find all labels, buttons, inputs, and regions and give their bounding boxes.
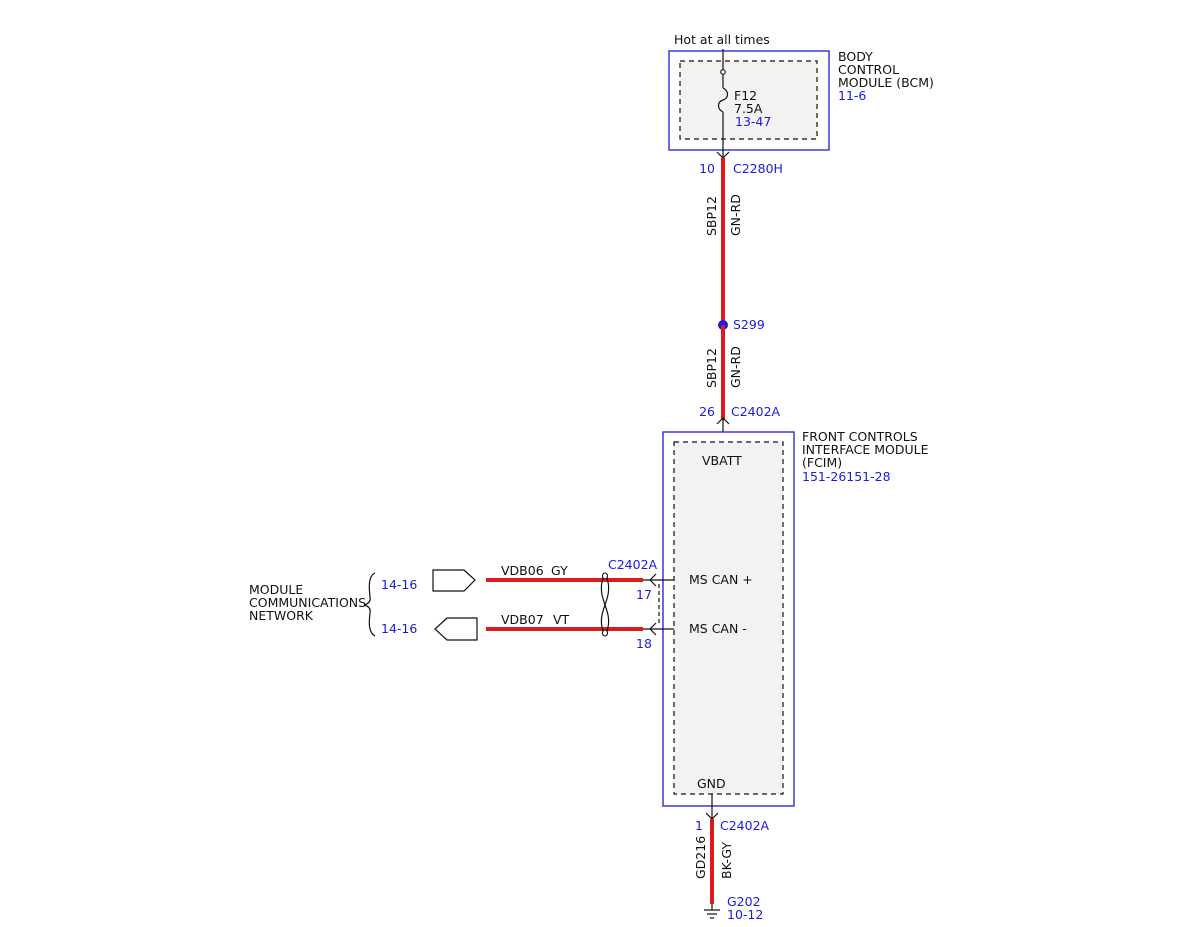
bcm-module-interior xyxy=(679,60,818,140)
bcm-supply-label: Hot at all times xyxy=(674,32,770,47)
fcim-can-minus-label: MS CAN - xyxy=(689,621,747,636)
fcim-can-plus-label: MS CAN + xyxy=(689,572,753,587)
fcim-module-interior xyxy=(673,441,784,795)
gnd-connector[interactable]: C2402A xyxy=(720,818,770,833)
twist-marker-top xyxy=(601,572,609,580)
can-minus-pin: 18 xyxy=(636,636,652,651)
network-connector-minus[interactable] xyxy=(434,617,478,641)
bcm-name-line3: MODULE (BCM) xyxy=(838,75,934,90)
ground-wire-color: BK-GY xyxy=(719,842,734,879)
bcm-pin: 10 xyxy=(699,161,715,176)
wire-upper-circuit: SBP12 xyxy=(704,196,719,236)
can-connector[interactable]: C2402A xyxy=(608,557,658,572)
fuse-terminal xyxy=(720,69,726,75)
fcim-name-line2: INTERFACE MODULE xyxy=(802,442,929,457)
fuse-ref-link[interactable]: 13-47 xyxy=(735,114,771,129)
wire-lower-color: GN-RD xyxy=(728,346,743,388)
splice-name: S299 xyxy=(733,317,765,332)
can-plus-pin: 17 xyxy=(636,587,652,602)
wire-plus-circuit: VDB06 xyxy=(501,563,544,578)
ground-name[interactable]: G202 xyxy=(727,894,761,909)
fcim-name-line3: (FCIM) xyxy=(802,455,842,470)
fcim-supply-connector[interactable]: C2402A xyxy=(731,404,781,419)
fuse-name: F12 xyxy=(734,88,757,103)
bcm-name-line1: BODY xyxy=(838,49,873,64)
wire-lower-circuit: SBP12 xyxy=(704,348,719,388)
fuse-symbol xyxy=(717,87,729,113)
bcm-connector[interactable]: C2280H xyxy=(733,161,783,176)
wire-minus-circuit: VDB07 xyxy=(501,612,544,627)
network-connector-plus[interactable] xyxy=(432,569,476,592)
gnd-pin: 1 xyxy=(695,818,703,833)
can-minus-connector-arrow xyxy=(649,622,657,636)
twist-marker-bottom xyxy=(601,629,609,637)
fcim-ref-link[interactable]: 151-26151-28 xyxy=(802,469,891,484)
wire-plus-color: GY xyxy=(551,563,568,578)
network-brace xyxy=(363,572,376,637)
network-label-line2: COMMUNICATIONS xyxy=(249,595,366,610)
fcim-supply-pin: 26 xyxy=(699,404,715,419)
fcim-name-line1: FRONT CONTROLS xyxy=(802,429,918,444)
bcm-ref-link[interactable]: 11-6 xyxy=(838,88,866,103)
bcm-name-line2: CONTROL xyxy=(838,62,899,77)
network-label-line1: MODULE xyxy=(249,582,303,597)
fcim-gnd-label: GND xyxy=(697,776,726,791)
wire-minus-color: VT xyxy=(553,612,570,627)
fcim-vbatt-label: VBATT xyxy=(702,453,742,468)
network-ref-plus[interactable]: 14-16 xyxy=(381,577,417,592)
fuse-rating: 7.5A xyxy=(734,101,763,116)
ground-wire-circuit: GD216 xyxy=(693,836,708,879)
network-ref-minus[interactable]: 14-16 xyxy=(381,621,417,636)
network-label-line3: NETWORK xyxy=(249,608,314,623)
can-plus-connector-arrow xyxy=(649,573,657,587)
ground-ref-link[interactable]: 10-12 xyxy=(727,907,763,922)
wire-upper-color: GN-RD xyxy=(728,194,743,236)
twisted-pair-line-b xyxy=(600,577,610,632)
